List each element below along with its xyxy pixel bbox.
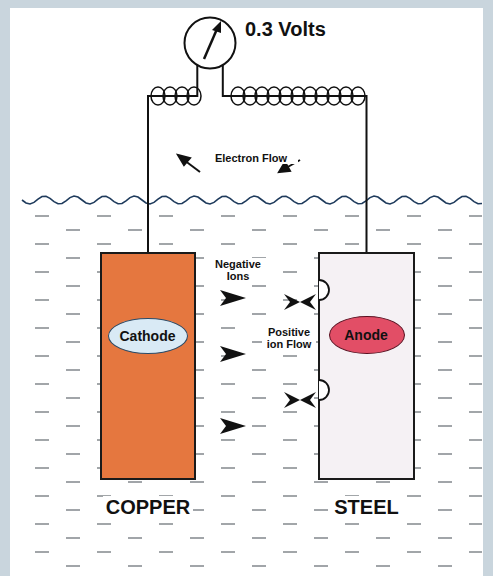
metal-name: COPPER xyxy=(103,496,193,519)
flow-label: Negative Ions xyxy=(208,258,268,282)
anode-oval: Anode xyxy=(329,316,405,354)
electrode-name: Cathode xyxy=(120,328,176,344)
voltage-reading: 0.3 Volts xyxy=(245,18,326,41)
voltmeter: 0.3 Volts xyxy=(183,16,237,70)
meter-dial xyxy=(183,16,237,70)
flow-label: Electron Flow xyxy=(204,152,298,164)
water-line xyxy=(22,196,482,204)
positive-ion-arrows xyxy=(284,294,316,408)
steel-plate: STEELAnode xyxy=(318,252,415,480)
negative-ion-arrows xyxy=(220,290,246,434)
water-texture xyxy=(22,210,482,576)
metal-name: STEEL xyxy=(331,496,401,519)
corrosion-pits xyxy=(318,252,338,480)
cathode-oval: Cathode xyxy=(108,318,188,354)
electrode-name: Anode xyxy=(344,327,388,343)
wire xyxy=(148,65,197,252)
copper-plate: COPPERCathode xyxy=(100,252,196,480)
flow-label: Positive ion Flow xyxy=(262,326,316,350)
